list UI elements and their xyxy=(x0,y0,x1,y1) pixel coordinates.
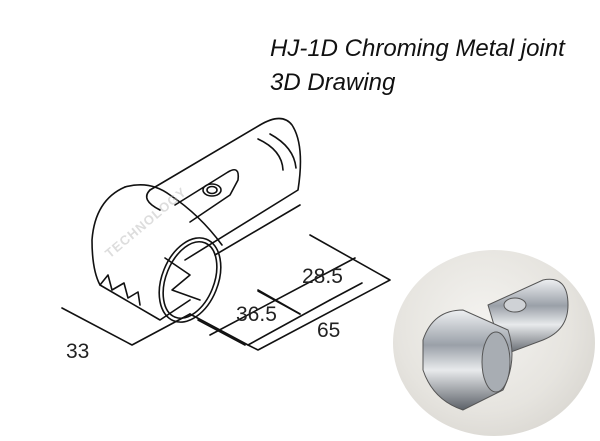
chrome-joint-image xyxy=(422,278,569,411)
dimension-65: 65 xyxy=(317,319,341,342)
dimension-36-5: 36.5 xyxy=(236,303,277,326)
title-line-2: 3D Drawing xyxy=(270,69,396,96)
dimension-28-5: 28.5 xyxy=(302,265,343,288)
product-photo xyxy=(393,250,595,436)
title-line-1: HJ-1D Chroming Metal joint xyxy=(270,35,565,62)
dimension-33: 33 xyxy=(66,340,90,363)
product-title: HJ-1D Chroming Metal joint 3D Drawing xyxy=(270,32,565,100)
